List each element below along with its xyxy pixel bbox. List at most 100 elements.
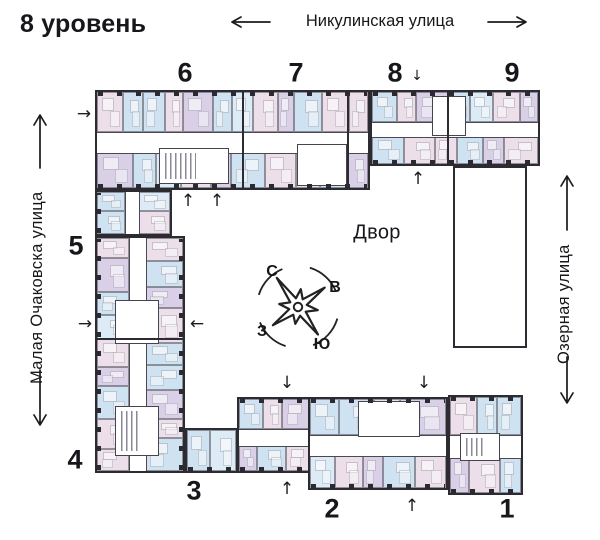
apartment-unit xyxy=(145,238,183,261)
compass-circle-icon xyxy=(256,265,340,349)
section-label-1: 1 xyxy=(499,493,515,524)
apartment-unit xyxy=(372,136,405,164)
page-title: 8 уровень xyxy=(20,10,147,38)
arrow-north-left-icon xyxy=(33,114,47,169)
apartment-unit xyxy=(145,342,183,366)
room-row xyxy=(450,457,522,493)
apartment-unit xyxy=(294,92,323,132)
compass-star-icon xyxy=(271,276,326,336)
apartment-unit xyxy=(132,152,157,188)
arrow-south-left-icon xyxy=(33,369,47,426)
room-row xyxy=(450,397,522,435)
column-ticks xyxy=(179,239,184,470)
stair-core xyxy=(159,148,229,184)
outlined-area xyxy=(453,166,527,348)
apartment-unit xyxy=(334,455,364,488)
apartment-unit xyxy=(382,455,416,488)
section-label-6: 6 xyxy=(177,57,193,88)
building-wing-top-right xyxy=(370,90,540,166)
apartment-unit xyxy=(210,430,236,471)
apartment-unit xyxy=(322,92,349,132)
apartment-unit xyxy=(97,367,129,387)
section-label-8: 8 xyxy=(387,57,403,88)
apartment-unit xyxy=(239,399,264,429)
street-label-top: Никулинская улица xyxy=(305,12,455,30)
apartment-unit xyxy=(97,211,125,234)
entrance-arrow-icon: → xyxy=(76,104,92,124)
apartment-unit xyxy=(97,152,133,188)
apartment-unit xyxy=(277,92,295,132)
entrance-arrow-icon: ↑ xyxy=(209,191,225,211)
room-row xyxy=(187,430,236,471)
column-ticks xyxy=(96,193,101,233)
entrance-arrow-icon: ↑ xyxy=(404,496,420,516)
section-label-4: 4 xyxy=(67,444,83,475)
column-ticks xyxy=(188,467,235,472)
entrance-arrow-icon: ↓ xyxy=(411,68,423,84)
apartment-unit xyxy=(263,399,283,429)
building-wing-left xyxy=(95,236,185,473)
apartment-unit xyxy=(503,136,538,164)
section-label-9: 9 xyxy=(504,57,520,88)
building-wing-left-upper xyxy=(95,190,172,236)
apartment-unit xyxy=(97,192,125,212)
column-ticks xyxy=(311,484,445,489)
apartment-unit xyxy=(310,399,340,435)
arrow-south-right-icon xyxy=(560,356,574,404)
building-wing-top xyxy=(95,90,370,190)
column-ticks xyxy=(373,160,537,165)
column-ticks xyxy=(96,239,101,470)
apartment-unit xyxy=(187,430,211,471)
building-wing-section-2 xyxy=(308,397,448,490)
room-column xyxy=(138,192,170,234)
entrance-arrow-icon: → xyxy=(77,314,93,334)
section-divider xyxy=(347,92,349,188)
column-ticks xyxy=(240,467,313,472)
apartment-unit xyxy=(415,455,447,488)
apartment-unit xyxy=(483,136,504,164)
arrow-east-icon xyxy=(487,16,527,28)
entrance-arrow-icon: ↓ xyxy=(279,373,295,393)
section-label-5: 5 xyxy=(68,230,84,261)
section-divider xyxy=(447,92,449,164)
apartment-unit xyxy=(264,152,297,188)
elevator-core xyxy=(115,300,159,344)
corridor xyxy=(239,429,314,447)
column-ticks xyxy=(373,91,537,96)
column-ticks xyxy=(311,398,445,403)
stair-core xyxy=(460,433,500,461)
column-ticks xyxy=(451,396,520,401)
compass-north-label: С xyxy=(266,263,278,280)
apartment-unit xyxy=(492,92,520,122)
building-wing-bottom-stub xyxy=(185,428,238,473)
column-ticks xyxy=(240,398,313,403)
stair-core xyxy=(432,96,466,136)
section-label-2: 2 xyxy=(324,493,340,524)
column-ticks xyxy=(98,184,367,189)
compass-east-label: В xyxy=(329,279,341,296)
apartment-unit xyxy=(519,92,538,122)
apartment-unit xyxy=(145,260,183,288)
entrance-arrow-icon: ↑ xyxy=(279,479,295,499)
room-row xyxy=(97,92,368,132)
compass-rose: С В З Ю xyxy=(256,263,341,353)
apartment-unit xyxy=(97,258,129,293)
entrance-arrow-icon: ↑ xyxy=(410,169,426,189)
section-label-7: 7 xyxy=(288,57,304,88)
apartment-unit xyxy=(232,92,254,132)
courtyard-label: Двор xyxy=(353,221,401,244)
apartment-unit xyxy=(477,397,498,435)
section-divider xyxy=(97,338,183,340)
room-row xyxy=(310,455,447,488)
room-column xyxy=(97,192,125,234)
apartment-unit xyxy=(457,136,484,164)
compass-south-label: Ю xyxy=(314,336,331,353)
entrance-arrow-icon: ← xyxy=(189,314,205,334)
apartment-unit xyxy=(97,92,124,132)
column-ticks xyxy=(98,91,367,96)
arrow-west-icon xyxy=(231,16,271,28)
section-divider xyxy=(242,92,244,188)
apartment-unit xyxy=(182,92,213,132)
